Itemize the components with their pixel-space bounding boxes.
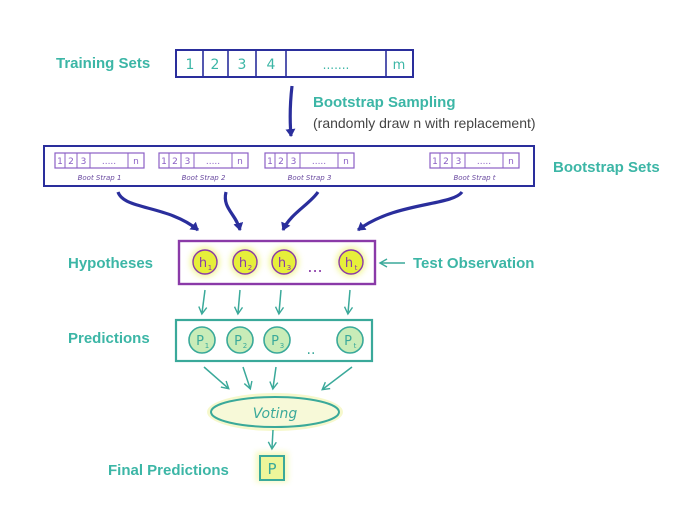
bootstrap-to-hypotheses-arrows bbox=[116, 190, 464, 232]
bootstrap-set-cell: ..... bbox=[206, 157, 220, 167]
final-predictions-label: Final Predictions bbox=[108, 462, 229, 479]
bootstrap-set-cell: 1 bbox=[57, 157, 63, 167]
bootstrap-set-cell: 1 bbox=[267, 157, 273, 167]
hypotheses-label: Hypotheses bbox=[68, 255, 154, 272]
voting-label: Voting bbox=[253, 406, 298, 422]
training-cell-2: 2 bbox=[211, 57, 220, 73]
hypothesis-letter: h bbox=[199, 256, 207, 271]
final-prediction-letter: P bbox=[267, 460, 276, 478]
prediction-letter: P bbox=[271, 334, 279, 349]
bootstrap-set-cell: 2 bbox=[68, 157, 74, 167]
training-cell-4: 4 bbox=[267, 57, 276, 73]
hypothesis-letter: h bbox=[345, 256, 353, 271]
prediction-subscript: t bbox=[354, 342, 357, 350]
bootstrap-set-cell: 3 bbox=[81, 157, 87, 167]
training-cell-m: m bbox=[393, 58, 406, 73]
hypothesis-subscript: 2 bbox=[248, 264, 252, 272]
bootstrap-set-cell: ..... bbox=[477, 157, 491, 167]
bootstrap-set-caption: Boot Strap 3 bbox=[288, 174, 332, 182]
hypothesis-subscript: t bbox=[355, 264, 358, 272]
bootstrap-sets-label: Bootstrap Sets bbox=[553, 159, 660, 176]
hypothesis-subscript: 1 bbox=[208, 264, 212, 272]
bootstrap-set-cell: n bbox=[343, 157, 349, 167]
bootstrap-sampling-arrow bbox=[285, 85, 296, 137]
bootstrap-set-cell: 1 bbox=[161, 157, 167, 167]
training-sets-label: Training Sets bbox=[56, 55, 151, 72]
prediction-letter: P bbox=[344, 334, 352, 349]
prediction-subscript: 1 bbox=[205, 342, 209, 350]
bootstrap-set-cell: 3 bbox=[291, 157, 297, 167]
bootstrap-set-cell: 3 bbox=[185, 157, 191, 167]
hypotheses-to-predictions-arrows bbox=[198, 289, 354, 316]
voting-node: Voting bbox=[207, 393, 343, 431]
bootstrap-set-cell: 1 bbox=[432, 157, 438, 167]
predictions-ellipsis: .. bbox=[307, 342, 316, 358]
bootstrap-sampling-label: Bootstrap Sampling bbox=[313, 94, 456, 111]
training-set-strip: 1 2 3 4 ....... m bbox=[175, 49, 414, 78]
bootstrap-set-cell: ..... bbox=[312, 157, 326, 167]
prediction-subscript: 3 bbox=[280, 342, 284, 350]
prediction-letter: P bbox=[234, 334, 242, 349]
bootstrap-set-cell: ..... bbox=[102, 157, 116, 167]
predictions-label: Predictions bbox=[68, 330, 150, 347]
prediction-subscript: 2 bbox=[243, 342, 247, 350]
hypothesis-letter: h bbox=[278, 256, 286, 271]
training-cell-ellipsis: ....... bbox=[323, 58, 350, 72]
training-cell-1: 1 bbox=[186, 57, 195, 73]
bootstrap-set-caption: Boot Strap 1 bbox=[78, 174, 122, 182]
bootstrap-set-cell: 3 bbox=[456, 157, 462, 167]
predictions-to-voting-arrows bbox=[203, 366, 353, 391]
hypotheses-ellipsis: ... bbox=[307, 257, 322, 276]
bootstrap-set-cell: n bbox=[237, 157, 243, 167]
final-prediction-node: P bbox=[256, 452, 288, 482]
bootstrap-sampling-note: (randomly draw n with replacement) bbox=[313, 115, 536, 131]
voting-to-final-arrow bbox=[267, 429, 277, 451]
bootstrap-set-cell: n bbox=[133, 157, 139, 167]
test-observation-label: Test Observation bbox=[413, 255, 535, 272]
prediction-letter: P bbox=[196, 334, 204, 349]
bootstrap-set-cell: 2 bbox=[443, 157, 449, 167]
bootstrap-set-cell: n bbox=[508, 157, 514, 167]
hypothesis-subscript: 3 bbox=[287, 264, 291, 272]
training-cell-3: 3 bbox=[238, 57, 247, 73]
bootstrap-set-caption: Boot Strap t bbox=[453, 174, 495, 182]
bootstrap-set-caption: Boot Strap 2 bbox=[182, 174, 226, 182]
bootstrap-set-cell: 2 bbox=[278, 157, 284, 167]
bootstrap-set-cell: 2 bbox=[172, 157, 178, 167]
hypothesis-letter: h bbox=[239, 256, 247, 271]
